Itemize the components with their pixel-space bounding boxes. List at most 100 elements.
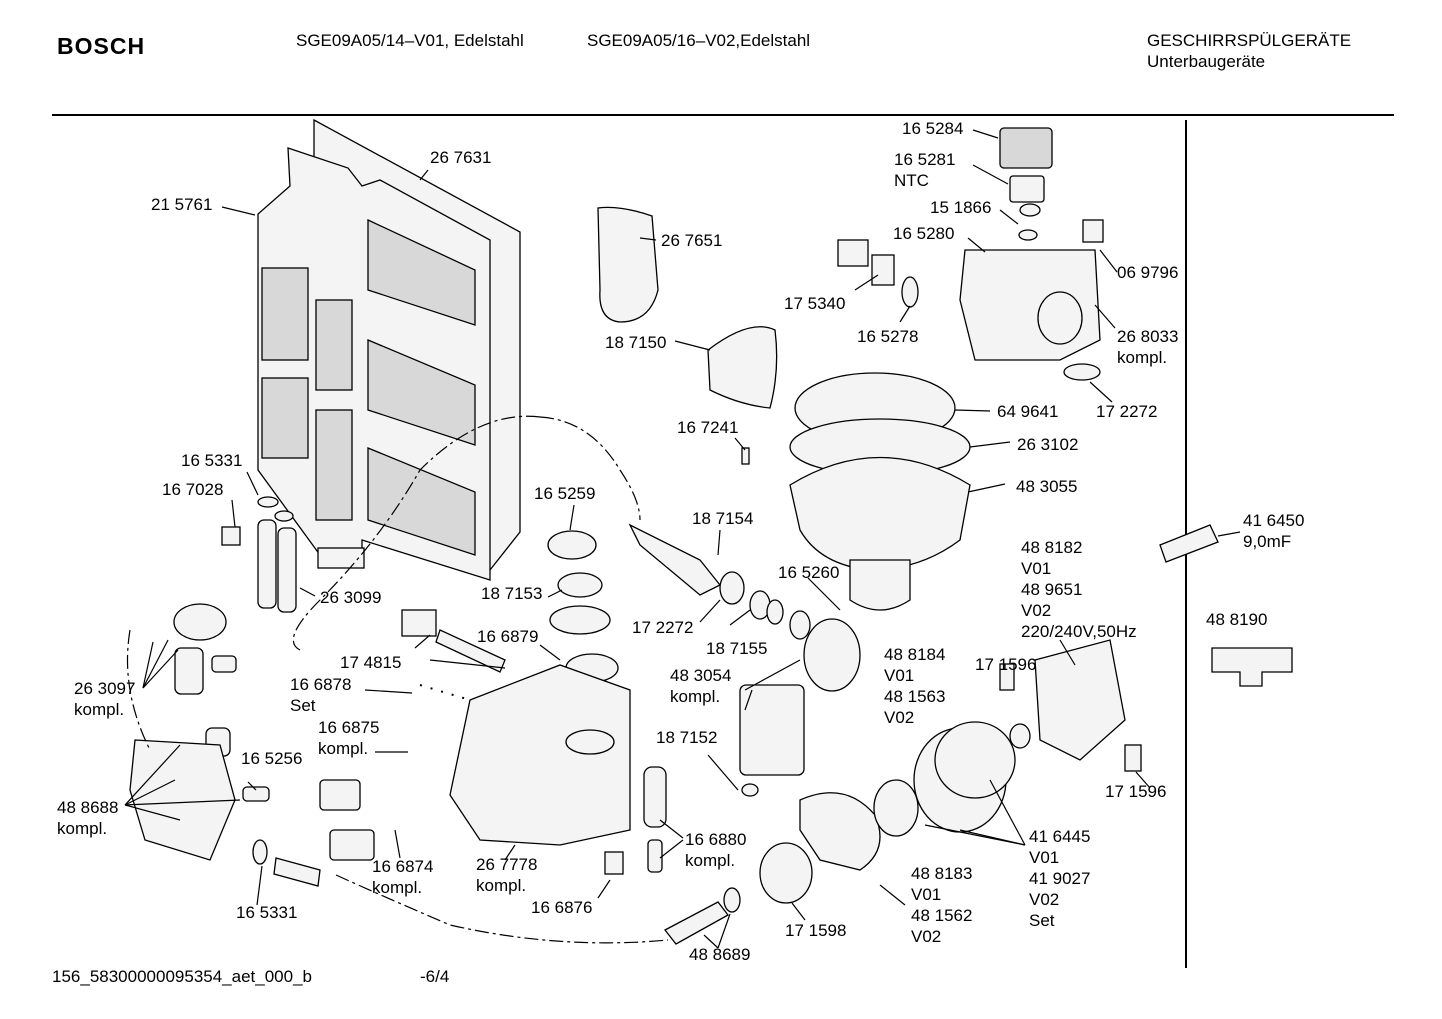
part-note: 220/240V,50Hz — [1021, 622, 1137, 641]
part-number: 16 6878 — [290, 675, 351, 694]
inlet-valve-part — [129, 739, 236, 861]
part-label: 17 2272 — [1096, 402, 1157, 421]
part-label: 15 1866 — [930, 198, 991, 217]
part-note: kompl. — [74, 700, 124, 719]
circulation-motor-part — [1034, 639, 1126, 761]
part-label: 16 5259 — [534, 484, 595, 503]
part-label: 18 7154 — [692, 509, 753, 528]
appliance-subcategory: Unterbaugeräte — [1147, 52, 1266, 71]
part-number: 18 7152 — [656, 728, 717, 747]
part-number: 16 5256 — [241, 749, 302, 768]
part-label: 16 7241 — [677, 418, 738, 437]
part-number: 41 6445 — [1029, 827, 1090, 846]
part-number: 16 6876 — [531, 898, 592, 917]
part-number: 16 5331 — [236, 903, 297, 922]
part-number: 16 5278 — [857, 327, 918, 346]
part-number: 26 7778 — [476, 855, 537, 874]
model-number-1: SGE09A05/14–V01, Edelstahl — [296, 31, 524, 50]
part-number: 17 1596 — [1105, 782, 1166, 801]
part-label: 21 5761 — [151, 195, 212, 214]
part-number: 41 6450 — [1243, 511, 1304, 530]
part-note: V01 — [884, 666, 914, 685]
part-label: 16 5260 — [778, 563, 839, 582]
hose-part — [628, 523, 722, 596]
part-number: 48 8182 — [1021, 538, 1082, 557]
part-number: 17 2272 — [1096, 402, 1157, 421]
part-number: 48 3054 — [670, 666, 731, 685]
part-number: 48 3055 — [1016, 477, 1077, 496]
part-number: 26 3102 — [1017, 435, 1078, 454]
part-label: 16 7028 — [162, 480, 223, 499]
part-label: 26 3102 — [1017, 435, 1078, 454]
part-number: 16 7241 — [677, 418, 738, 437]
part-note: V02 — [911, 927, 941, 946]
parts-illustrations — [129, 118, 1293, 945]
part-number: 26 3099 — [320, 588, 381, 607]
part-label: 18 7153 — [481, 584, 542, 603]
part-number: 17 4815 — [340, 653, 401, 672]
part-note: 48 1563 — [884, 687, 945, 706]
part-label: 26 3097 kompl. — [74, 679, 135, 719]
part-note: V02 — [1021, 601, 1051, 620]
part-label: 17 2272 — [632, 618, 693, 637]
route-line — [126, 629, 151, 751]
part-number: 18 7150 — [605, 333, 666, 352]
part-note: V02 — [884, 708, 914, 727]
capacitor-part — [1159, 524, 1219, 563]
part-note: 48 1562 — [911, 906, 972, 925]
route-line — [335, 874, 669, 944]
part-note: kompl. — [685, 851, 735, 870]
part-label: 17 5340 — [784, 294, 845, 313]
route-line — [539, 416, 641, 521]
part-note: kompl. — [372, 878, 422, 897]
funnel-part — [597, 206, 659, 323]
part-note: 41 9027 — [1029, 869, 1090, 888]
part-note: V01 — [1029, 848, 1059, 867]
part-number: 26 3097 — [74, 679, 135, 698]
part-number: 15 1866 — [930, 198, 991, 217]
part-note: 48 9651 — [1021, 580, 1082, 599]
part-number: 16 6879 — [477, 627, 538, 646]
part-label: 16 5278 — [857, 327, 918, 346]
part-number: 64 9641 — [997, 402, 1058, 421]
part-number: 48 8184 — [884, 645, 945, 664]
part-note: NTC — [894, 171, 929, 190]
part-number: 18 7155 — [706, 639, 767, 658]
part-label: 18 7150 — [605, 333, 666, 352]
part-number: 26 8033 — [1117, 327, 1178, 346]
part-number: 16 7028 — [162, 480, 223, 499]
part-number: 48 8190 — [1206, 610, 1267, 629]
part-number: 26 7631 — [430, 148, 491, 167]
part-number: 48 8689 — [689, 945, 750, 964]
sensor-cap-part — [999, 127, 1053, 169]
bracket-part — [1211, 647, 1293, 687]
water-tank-panel — [257, 118, 521, 581]
part-number: 17 2272 — [632, 618, 693, 637]
part-note: kompl. — [57, 819, 107, 838]
part-label: 16 6876 — [531, 898, 592, 917]
part-number: 06 9796 — [1117, 263, 1178, 282]
part-label: 06 9796 — [1117, 263, 1178, 282]
part-note: V01 — [911, 885, 941, 904]
part-number: 16 5331 — [181, 451, 242, 470]
part-number: 17 5340 — [784, 294, 845, 313]
part-number: 17 1598 — [785, 921, 846, 940]
part-note: Set — [1029, 911, 1055, 930]
part-number: 21 5761 — [151, 195, 212, 214]
part-number: 16 5259 — [534, 484, 595, 503]
part-label: 16 6879 — [477, 627, 538, 646]
part-label: 16 5331 — [236, 903, 297, 922]
part-label: 26 7651 — [661, 231, 722, 250]
